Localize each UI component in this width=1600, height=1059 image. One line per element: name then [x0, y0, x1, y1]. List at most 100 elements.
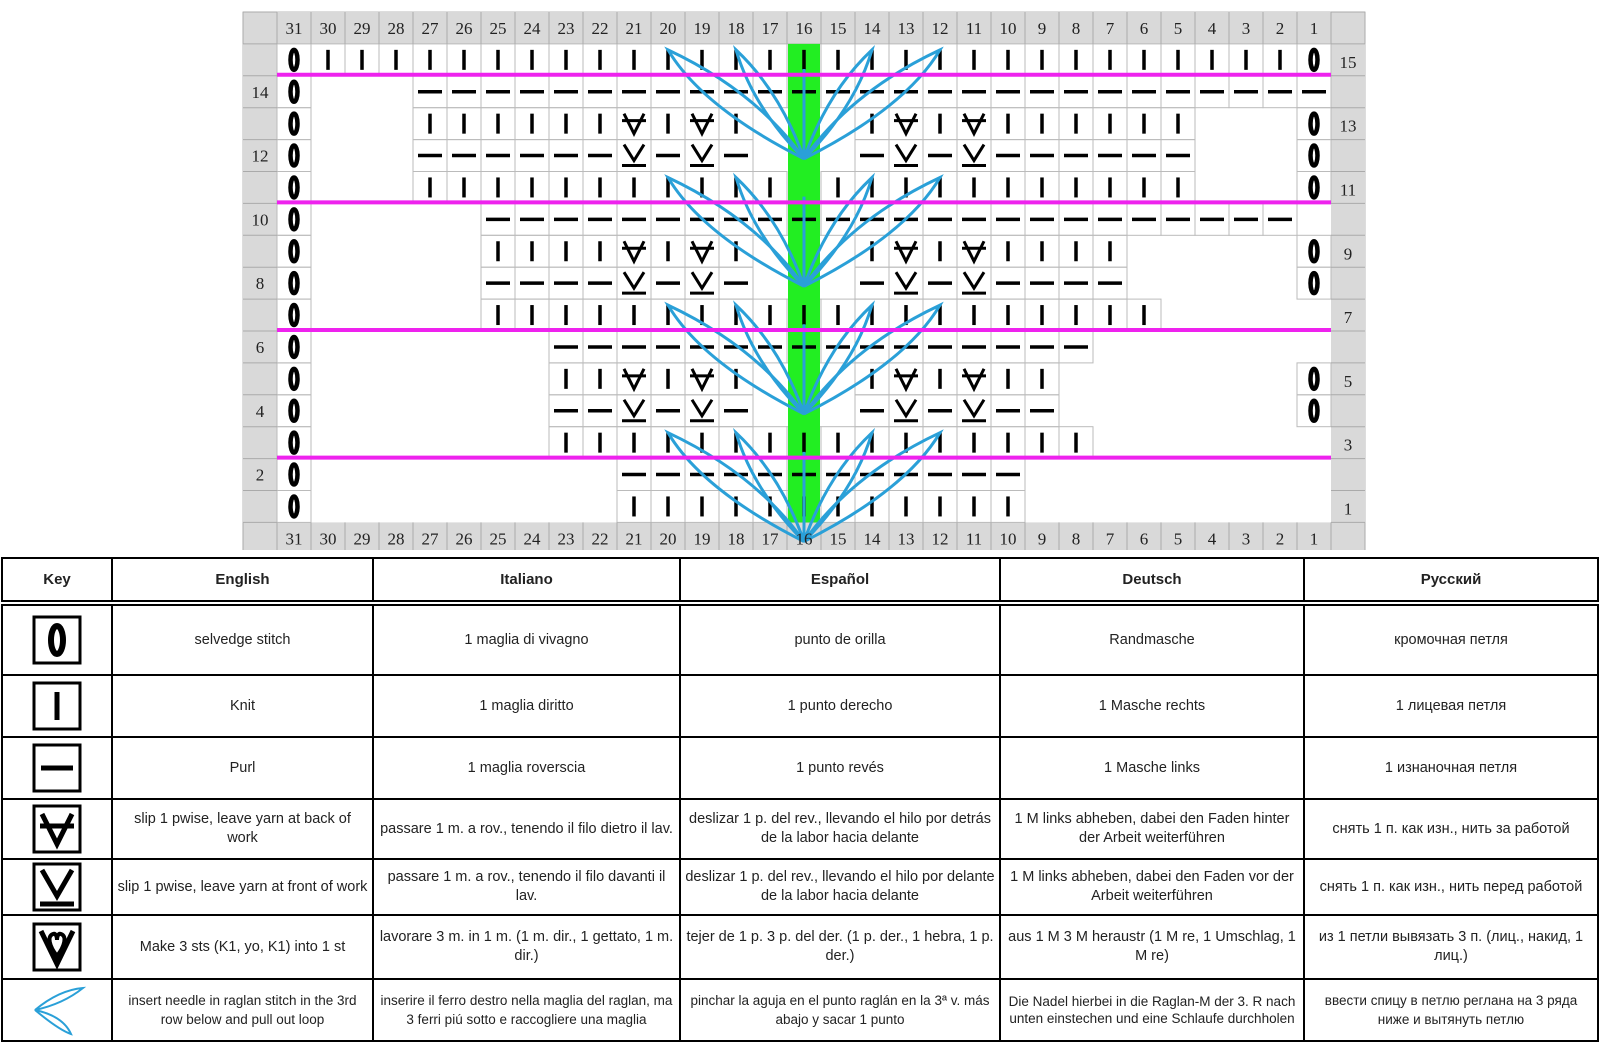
- column-number: 24: [524, 529, 542, 548]
- russian-text: из 1 петли вывязать 3 п. (лиц., накид, 1…: [1303, 914, 1599, 980]
- selvedge-symbol: [1308, 111, 1320, 136]
- english-text: Knit: [111, 674, 374, 738]
- selvedge-symbol: [1308, 239, 1320, 264]
- left-row-number: 14: [252, 83, 270, 102]
- column-number: 18: [728, 529, 745, 548]
- slip-front-symbol: [690, 398, 714, 419]
- make-three-icon: [32, 922, 82, 972]
- column-number: 12: [932, 529, 949, 548]
- column-number: 23: [558, 529, 575, 548]
- selvedge-symbol: [288, 494, 300, 519]
- right-row-number: 5: [1344, 372, 1353, 391]
- pull-loop-overlays: [664, 45, 944, 543]
- slip-front-symbol: [894, 271, 918, 291]
- column-number: 27: [422, 19, 440, 38]
- selvedge-symbol: [1308, 398, 1320, 423]
- header-russian: Русский: [1303, 557, 1599, 602]
- column-number: 17: [762, 529, 780, 548]
- russian-text: 1 изнаночная петля: [1303, 736, 1599, 800]
- selvedge-symbol: [1308, 175, 1320, 200]
- slip-front-symbol: [690, 271, 714, 291]
- header-key: Key: [1, 557, 113, 602]
- left-row-number: 4: [256, 402, 265, 421]
- key-cell: [1, 674, 113, 738]
- key-cell: [1, 736, 113, 800]
- italiano-text: inserire il ferro destro nella maglia de…: [372, 978, 681, 1042]
- legend-table: Key English Italiano Español Deutsch Рус…: [1, 557, 1599, 1042]
- selvedge-symbol: [1308, 270, 1320, 296]
- legend-header-row: Key English Italiano Español Deutsch Рус…: [1, 557, 1599, 602]
- column-number: 15: [830, 19, 847, 38]
- deutsch-text: 1 M links abheben, dabei den Faden vor d…: [999, 858, 1305, 916]
- column-number: 15: [830, 529, 847, 548]
- espanol-text: punto de orilla: [679, 604, 1001, 676]
- column-number: 25: [490, 529, 507, 548]
- selvedge-symbol: [288, 398, 300, 423]
- header-deutsch: Deutsch: [999, 557, 1305, 602]
- stitch-cell: [990, 490, 1026, 523]
- right-row-number: 15: [1340, 53, 1357, 72]
- left-row-number: 10: [252, 210, 269, 229]
- deutsch-text: 1 Masche rechts: [999, 674, 1305, 738]
- column-number: 26: [456, 19, 473, 38]
- column-number: 19: [694, 529, 711, 548]
- column-number: 22: [592, 529, 609, 548]
- espanol-text: deslizar 1 p. del rev., llevando el hilo…: [679, 798, 1001, 860]
- left-row-number: 8: [256, 274, 265, 293]
- column-number: 7: [1106, 529, 1115, 548]
- column-number: 11: [966, 529, 982, 548]
- column-number: 6: [1140, 19, 1149, 38]
- right-row-number: 7: [1344, 308, 1353, 327]
- column-number: 13: [898, 529, 915, 548]
- column-number: 16: [796, 19, 813, 38]
- english-text: Purl: [111, 736, 374, 800]
- column-number: 12: [932, 19, 949, 38]
- column-number: 25: [490, 19, 507, 38]
- slip-front-symbol: [622, 271, 646, 291]
- column-number: 28: [388, 529, 405, 548]
- espanol-text: tejer de 1 p. 3 p. del der. (1 p. der., …: [679, 914, 1001, 980]
- right-row-number: 3: [1344, 436, 1353, 455]
- selvedge-symbol: [288, 366, 300, 392]
- selvedge-symbol: [288, 207, 300, 232]
- column-number: 8: [1072, 529, 1081, 548]
- legend-row-selvedge: selvedge stitch 1 maglia di vivagno punt…: [1, 604, 1599, 676]
- key-cell: [1, 604, 113, 676]
- column-number: 20: [660, 529, 677, 548]
- header-english: English: [111, 557, 374, 602]
- selvedge-symbol: [1308, 47, 1320, 73]
- column-number: 10: [1000, 19, 1017, 38]
- top-number-band: [243, 12, 1365, 44]
- legend-row-pull-loop: insert needle in raglan stitch in the 3r…: [1, 978, 1599, 1042]
- russian-text: кромочная петля: [1303, 604, 1599, 676]
- deutsch-text: 1 M links abheben, dabei den Faden hinte…: [999, 798, 1305, 860]
- column-number: 18: [728, 19, 745, 38]
- pull-loop-icon: [34, 986, 87, 1036]
- legend-row-purl: Purl 1 maglia roverscia 1 punto revés 1 …: [1, 736, 1599, 800]
- column-number: 29: [354, 19, 371, 38]
- pull-loop-petal: [732, 427, 806, 543]
- column-number: 30: [320, 529, 337, 548]
- right-row-number: 11: [1340, 180, 1356, 199]
- right-row-number: 1: [1344, 499, 1353, 518]
- italiano-text: 1 maglia roverscia: [372, 736, 681, 800]
- slip-front-symbol: [690, 143, 714, 164]
- column-number: 4: [1208, 19, 1217, 38]
- column-number: 8: [1072, 19, 1081, 38]
- left-row-number: 2: [256, 466, 265, 485]
- key-cell: [1, 914, 113, 980]
- key-cell: [1, 858, 113, 916]
- column-number: 5: [1174, 529, 1183, 548]
- russian-text: снять 1 п. как изн., нить за работой: [1303, 798, 1599, 860]
- column-number: 1: [1310, 529, 1319, 548]
- legend-row-make-three: Make 3 sts (K1, yo, K1) into 1 st lavora…: [1, 914, 1599, 980]
- key-cell: [1, 798, 113, 860]
- column-number: 11: [966, 19, 982, 38]
- column-number: 29: [354, 529, 371, 548]
- header-espanol: Español: [679, 557, 1001, 602]
- stitch-cell: [1296, 394, 1332, 428]
- column-number: 22: [592, 19, 609, 38]
- pull-loop-petal: [802, 174, 944, 288]
- column-number: 9: [1038, 19, 1047, 38]
- column-number: 28: [388, 19, 405, 38]
